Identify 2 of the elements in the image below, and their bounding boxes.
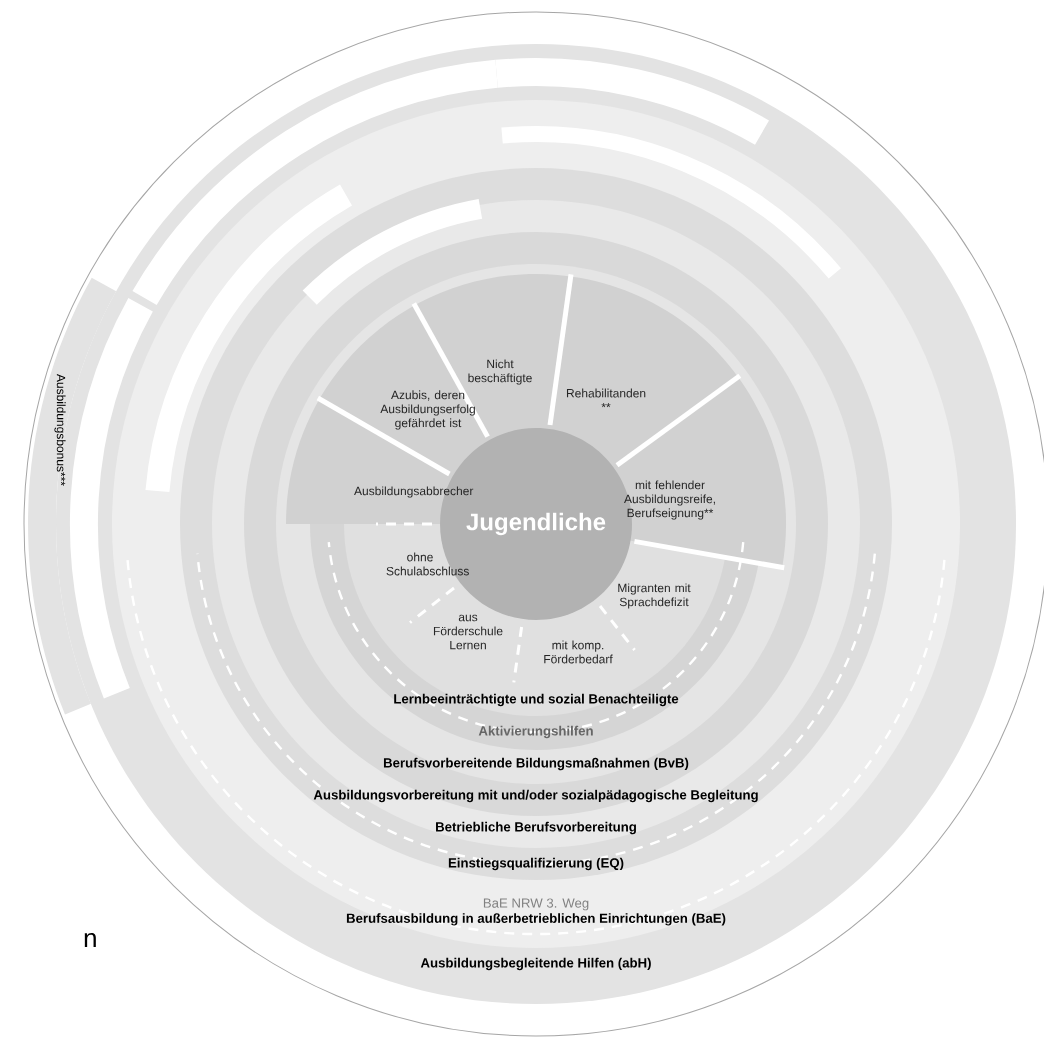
center-circle-label: Jugendliche bbox=[466, 512, 606, 536]
text-fragment: n bbox=[84, 933, 96, 947]
